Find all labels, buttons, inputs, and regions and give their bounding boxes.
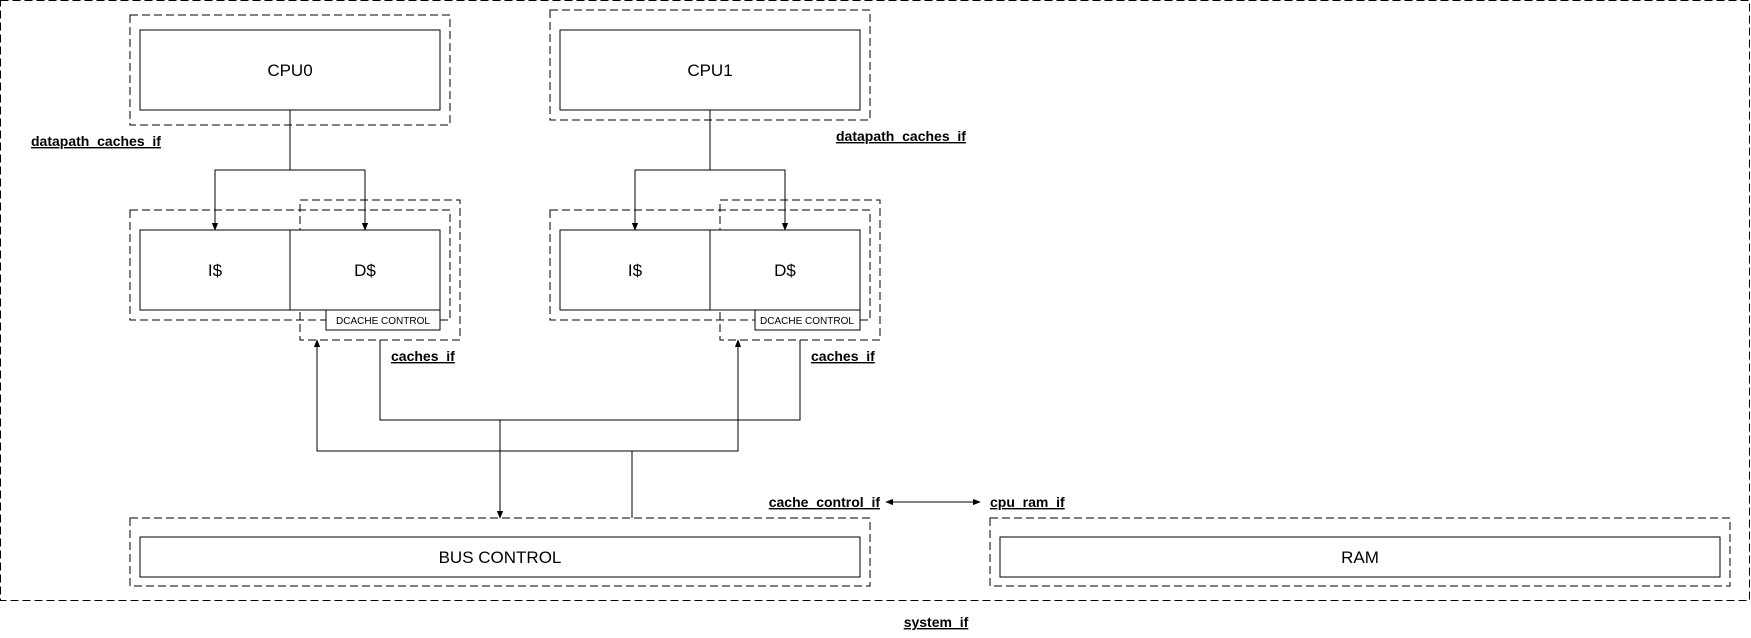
system-if-label: system_if [904,614,969,630]
icache0-label: I$ [208,261,223,280]
dcache-control1-block [754,309,861,331]
caches0-if-boundary [129,209,451,321]
dcache1-to-bus-wire [500,340,801,421]
bus-to-dcache1-arrow [632,339,742,452]
dcache1-label: D$ [774,261,796,280]
icache0-block [139,229,291,311]
cpu1-to-dcache-wire [710,169,789,231]
ram-if-boundary [989,517,1731,587]
system-if-boundary [0,0,1750,601]
dcache1-block [709,229,861,311]
cpu0-to-icache-wire [211,169,290,231]
icache1-block [559,229,711,311]
bus-control-block [139,536,861,578]
caches1-if-boundary [549,209,871,321]
dcache0-label: D$ [354,261,376,280]
cpu0-to-dcache-wire [290,169,369,231]
cpu-ram-if-label: cpu_ram_if [990,494,1065,510]
caches-if-label-1: caches_if [811,348,875,364]
caches-if-label-0: caches_if [391,348,455,364]
bus-to-dcache0-arrow [313,339,632,452]
dcache-control1-label: DCACHE CONTROL [760,316,854,327]
dcache-control0-block [325,309,441,331]
datapath-caches-if-label-0: datapath_caches_if [31,133,161,149]
bus-control-label: BUS CONTROL [439,548,562,567]
ram-block [999,536,1721,578]
ram-label: RAM [1341,548,1379,567]
cache-control-if-label: cache_control_if [769,494,881,510]
dcache-control0-label: DCACHE CONTROL [336,316,430,327]
cpu1-block [559,29,861,111]
datapath-caches-if-label-1: datapath_caches_if [836,128,966,144]
cpu1-to-icache-wire [631,169,710,231]
icache1-label: I$ [628,261,643,280]
bus-control-if-boundary [129,517,871,587]
dcache0-to-bus-wire [379,340,500,421]
cpu1-label: CPU1 [687,61,732,80]
cpu0-label: CPU0 [267,61,312,80]
cpu0-block [139,29,441,111]
